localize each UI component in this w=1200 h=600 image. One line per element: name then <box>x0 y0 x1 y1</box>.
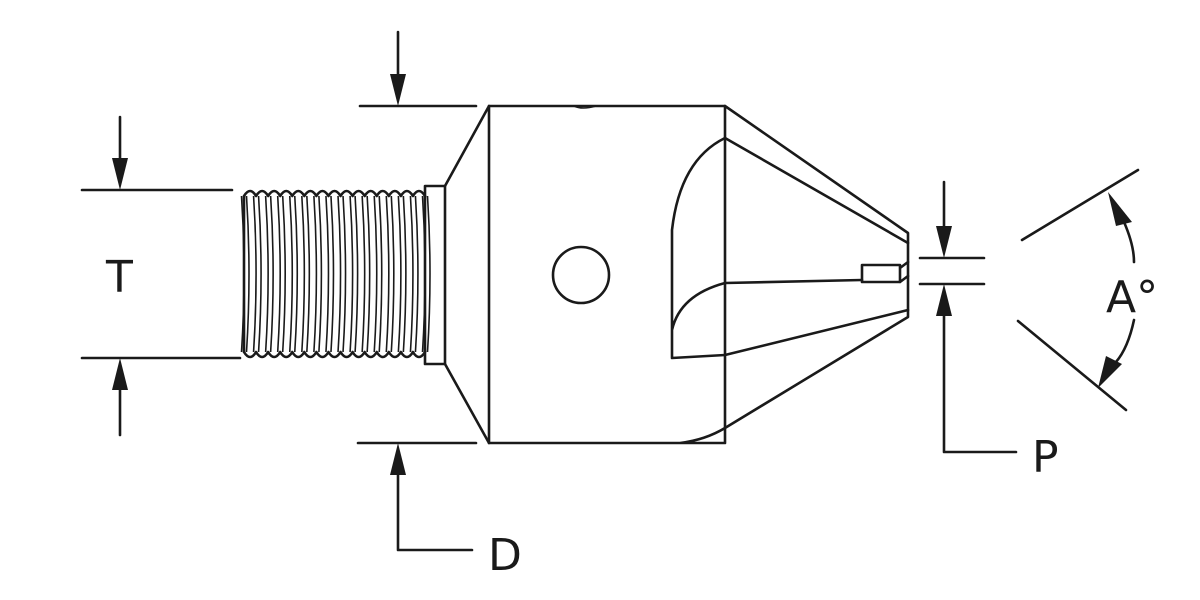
thread-crest <box>293 195 299 353</box>
cross-hole <box>551 245 611 305</box>
spray-line-lower <box>1016 319 1128 412</box>
body-outline <box>487 104 727 445</box>
thread-crest <box>337 195 342 353</box>
dim-diameter-d: D <box>356 30 522 581</box>
d-leader <box>396 461 474 552</box>
thread-crest <box>301 195 306 353</box>
t-arrowhead-top <box>112 158 128 190</box>
angle-arc-upper <box>1122 220 1136 264</box>
thread-crest <box>409 195 414 353</box>
orifice-slot <box>860 260 910 284</box>
thread-crest <box>318 195 323 353</box>
thread-crest <box>269 195 274 353</box>
thread-crest <box>252 195 257 353</box>
collar <box>423 184 447 366</box>
d-label: D <box>488 530 522 581</box>
dim-spray-angle: A° <box>1016 168 1158 412</box>
thread-crest <box>397 195 402 353</box>
p-leader <box>942 302 1018 454</box>
thread-crest <box>390 195 395 353</box>
p-arrowhead-top <box>936 226 952 258</box>
dim-thread-t: T <box>80 115 242 437</box>
thread-crest <box>313 195 318 353</box>
thread-crest <box>354 195 359 353</box>
body-top-notch <box>573 105 597 109</box>
p-label: P <box>1032 432 1059 483</box>
thread-crest <box>330 195 335 353</box>
thread-crest <box>264 195 269 353</box>
thread-crest <box>373 195 378 353</box>
thread-crest <box>342 195 347 353</box>
angle-arrowhead-upper <box>1108 192 1132 226</box>
angle-arrowhead-lower <box>1098 356 1122 388</box>
thread-lines <box>240 195 431 353</box>
thread-crest <box>349 195 354 353</box>
p-arrowhead-bottom <box>936 284 952 316</box>
tip-slot-line <box>723 278 864 285</box>
thread-crest <box>385 195 390 353</box>
d-arrowhead-top <box>390 74 406 106</box>
thread-crest <box>402 195 407 353</box>
thread-crest <box>306 195 311 353</box>
spray-line-upper <box>1020 168 1140 242</box>
thread-crest <box>245 195 250 353</box>
tip-cut-face <box>670 136 727 360</box>
threaded-shank <box>240 189 431 359</box>
thread-crest <box>378 195 383 353</box>
d-arrowhead-bottom <box>390 443 406 475</box>
thread-crest <box>366 195 371 353</box>
thread-crest <box>361 195 366 353</box>
thread-crest <box>426 195 431 353</box>
t-arrowhead-bottom <box>112 358 128 390</box>
thread-crest <box>257 195 262 353</box>
dim-orifice-p: P <box>918 180 1059 483</box>
thread-crest <box>288 195 294 353</box>
thread-crest <box>325 195 330 353</box>
tip-inner-edge-bottom <box>723 308 910 357</box>
angle-arc-lower <box>1114 318 1136 364</box>
angle-label: A° <box>1106 272 1158 323</box>
thread-crest <box>276 195 281 353</box>
conical-tip <box>670 104 910 430</box>
thread-crest <box>240 195 245 353</box>
thread-crest <box>414 195 419 353</box>
tip-inner-edge-top <box>723 136 910 245</box>
thread-crest <box>281 195 286 353</box>
rear-chamfer <box>443 104 491 445</box>
nozzle-body <box>443 104 727 445</box>
t-label: T <box>105 252 133 303</box>
